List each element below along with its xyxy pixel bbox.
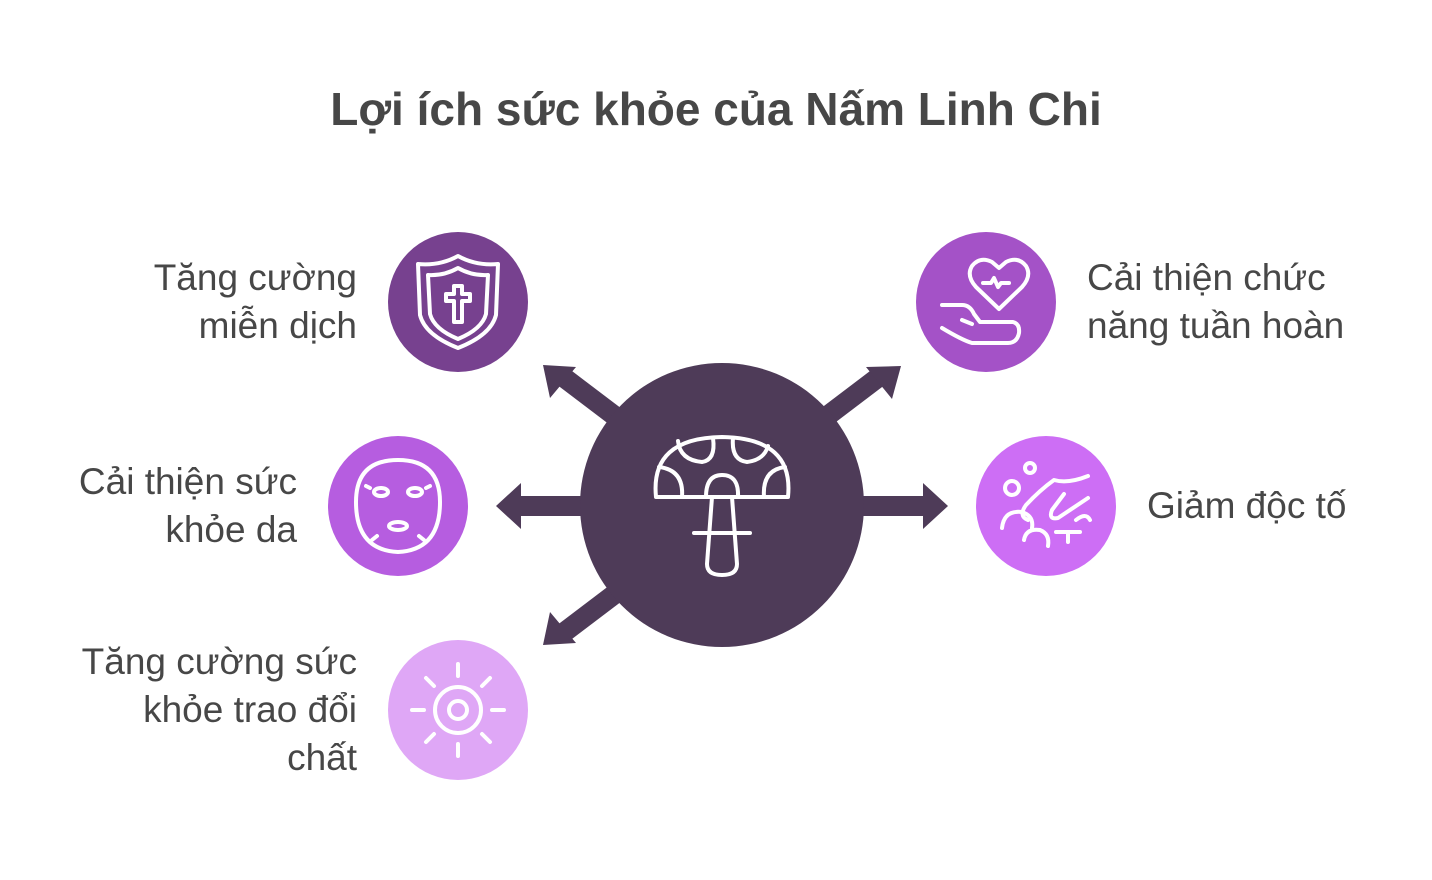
label-line: chất xyxy=(287,737,357,778)
label-line: khỏe da xyxy=(165,509,297,550)
shield-cross-icon xyxy=(416,254,500,350)
benefit-node-detox xyxy=(976,436,1116,576)
arrow-down-left xyxy=(543,582,627,645)
center-node xyxy=(580,363,864,647)
label-line: Cải thiện chức xyxy=(1087,257,1326,298)
label-line: khỏe trao đổi xyxy=(143,689,357,730)
arrow-up-left xyxy=(543,365,627,428)
arrow-left xyxy=(496,483,600,529)
heart-hand-icon xyxy=(940,257,1031,345)
label-line: Giảm độc tố xyxy=(1147,485,1347,526)
benefit-node-circulation xyxy=(916,232,1056,372)
arrow-right xyxy=(850,483,948,529)
label-line: miễn dịch xyxy=(198,305,357,346)
benefit-label-detox: Giảm độc tố xyxy=(1147,482,1346,530)
face-mask-icon xyxy=(354,458,442,554)
label-line: Cải thiện sức xyxy=(78,461,297,502)
page-title: Lợi ích sức khỏe của Nấm Linh Chi xyxy=(330,83,1102,135)
benefit-label-circulation: Cải thiện chức năng tuần hoàn xyxy=(1087,254,1344,350)
benefit-node-skin xyxy=(328,436,468,576)
benefit-node-metabolism xyxy=(388,640,528,780)
arrows xyxy=(496,365,948,645)
arrow-up-right xyxy=(815,366,901,428)
label-line: năng tuần hoàn xyxy=(1087,305,1345,346)
mushroom-icon xyxy=(653,435,791,577)
label-line: Tăng cường sức xyxy=(81,641,357,682)
benefit-node-immunity xyxy=(388,232,528,372)
washing-hand-icon xyxy=(1000,461,1092,548)
benefit-label-skin: Cải thiện sức khỏe da xyxy=(79,458,297,554)
benefit-label-immunity: Tăng cường miễn dịch xyxy=(154,254,357,350)
label-line: Tăng cường xyxy=(153,257,357,298)
benefit-label-metabolism: Tăng cường sức khỏe trao đổi chất xyxy=(82,638,357,782)
sun-icon xyxy=(410,662,506,758)
